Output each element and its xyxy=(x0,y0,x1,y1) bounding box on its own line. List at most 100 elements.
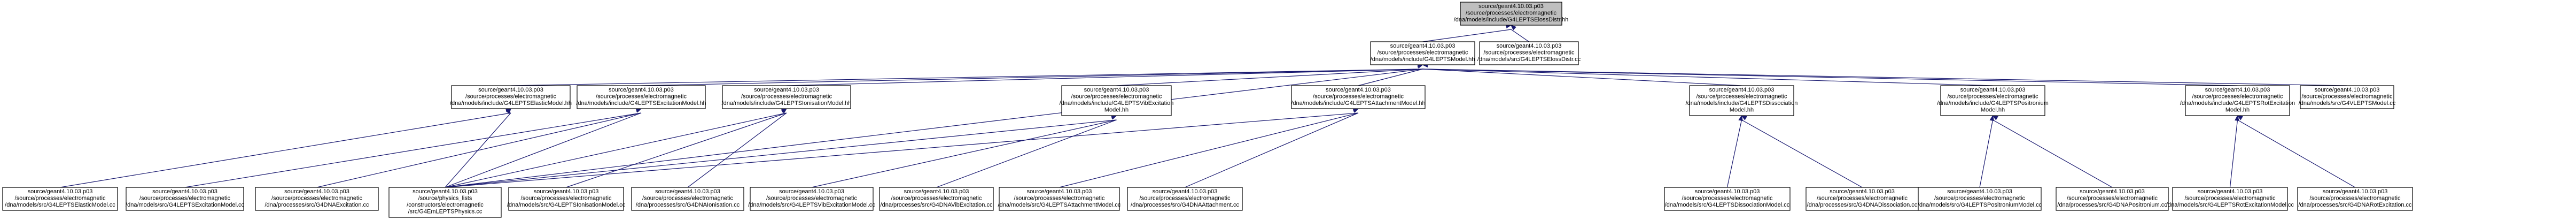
edge-n1-to-n10 xyxy=(1422,69,2238,86)
file-node-g4leptsrotexcitationmodel-cc[interactable]: source/geant4.10.03.p03/source/processes… xyxy=(2166,187,2294,211)
node-box xyxy=(2172,187,2288,211)
file-node-g4dnaionisation-cc[interactable]: source/geant4.10.03.p03/source/processes… xyxy=(631,187,744,211)
edge-n7-to-n20 xyxy=(1059,112,1359,188)
arrowhead-n3-to-n15 xyxy=(505,108,511,115)
node-label-line: /dna/processes/src/G4DNAAttachment.cc xyxy=(1131,202,1239,208)
file-node-g4leptsvibexcitationmodel-hh[interactable]: source/geant4.10.03.p03/source/processes… xyxy=(1060,85,1174,116)
node-label-line: /dna/models/src/G4LEPTSPositroniumModel.… xyxy=(1918,202,2042,208)
file-node-g4leptselasticmodel-cc[interactable]: source/geant4.10.03.p03/source/processes… xyxy=(2,187,118,211)
node-label-line: /dna/processes/src/G4DNAPositronium.cc xyxy=(2057,202,2167,208)
node-box xyxy=(2185,85,2290,116)
file-node-g4leptsexcitationmodel-cc[interactable]: source/geant4.10.03.p03/source/processes… xyxy=(126,187,244,211)
node-label-line: source/geant4.10.03.p03 xyxy=(1709,87,1775,93)
file-node-g4leptspositroniummodel-hh[interactable]: source/geant4.10.03.p03/source/processes… xyxy=(1937,85,2049,116)
node-label-line: /source/processes/electromagnetic xyxy=(2310,195,2401,202)
edge-n4-to-n15 xyxy=(445,112,642,188)
node-label-line: source/geant4.10.03.p03 xyxy=(1084,87,1149,93)
edge-n0-to-n2 xyxy=(1511,29,1529,42)
node-label-line: source/geant4.10.03.p03 xyxy=(1390,43,1456,49)
node-label-line: /source/processes/electromagnetic xyxy=(642,195,733,202)
edge-n1-to-n3 xyxy=(510,69,1423,86)
node-label-line: /dna/processes/src/G4DNADissociation.cc xyxy=(1807,202,1918,208)
edge-n6-to-n18 xyxy=(811,119,1117,188)
file-node-g4leptsrotexcitationmodel-hh[interactable]: source/geant4.10.03.p03/source/processes… xyxy=(2180,85,2295,116)
edge-n8-to-n23 xyxy=(1741,119,1863,188)
node-box xyxy=(1370,41,1475,65)
edge-n6-to-n15 xyxy=(445,119,1117,188)
file-node-g4emleptsphysics-cc[interactable]: source/geant4.10.03.p03/source/physics_l… xyxy=(388,187,502,218)
node-label-line: /dna/models/include/G4LEPTSModel.hh xyxy=(1371,56,1475,63)
node-label-line: /source/processes/electromagnetic xyxy=(1313,94,1404,100)
file-node-g4leptsexcitationmodel-hh[interactable]: source/geant4.10.03.p03/source/processes… xyxy=(576,85,706,109)
file-node-g4leptselossdistr-hh: source/geant4.10.03.p03/source/processes… xyxy=(1454,2,1569,26)
node-label-line: /source/processes/electromagnetic xyxy=(2192,94,2283,100)
edge-n4-to-n14 xyxy=(316,112,642,188)
node-label-line: /source/processes/electromagnetic xyxy=(1817,195,1908,202)
edge-n3-to-n12 xyxy=(60,112,511,188)
node-label-line: /constructors/electromagnetic xyxy=(407,202,484,208)
node-box xyxy=(1127,187,1243,211)
node-label-line: source/geant4.10.03.p03 xyxy=(655,188,720,195)
node-label-line: source/geant4.10.03.p03 xyxy=(284,188,349,195)
node-box xyxy=(1664,187,1791,211)
node-label-line: source/geant4.10.03.p03 xyxy=(28,188,93,195)
node-label-line: /source/processes/electromagnetic xyxy=(521,195,612,202)
node-label-line: source/geant4.10.03.p03 xyxy=(534,188,599,195)
node-label-line: /source/processes/electromagnetic xyxy=(1014,195,1105,202)
node-label-line: /source/processes/electromagnetic xyxy=(1682,195,1773,202)
file-node-g4leptsattachmentmodel-hh[interactable]: source/geant4.10.03.p03/source/processes… xyxy=(1291,85,1426,109)
file-node-g4leptsdissociationmodel-cc[interactable]: source/geant4.10.03.p03/source/processes… xyxy=(1664,187,1791,211)
file-node-g4leptsdissociationmodel-hh[interactable]: source/geant4.10.03.p03/source/processes… xyxy=(1686,85,1798,116)
node-box xyxy=(2,187,118,211)
node-box xyxy=(451,85,571,109)
node-label-line: /dna/models/src/G4LEPTSElasticModel.cc xyxy=(5,202,115,208)
node-label-line: /source/processes/electromagnetic xyxy=(1378,50,1468,56)
node-label-line: source/geant4.10.03.p03 xyxy=(2205,87,2270,93)
node-label-line: /source/processes/electromagnetic xyxy=(741,94,832,100)
file-node-g4dnadissociation-cc[interactable]: source/geant4.10.03.p03/source/processes… xyxy=(1805,187,1919,211)
file-node-g4dnaexcitation-cc[interactable]: source/geant4.10.03.p03/source/processes… xyxy=(255,187,379,211)
node-label-line: source/geant4.10.03.p03 xyxy=(2315,87,2380,93)
edge-n1-to-n7 xyxy=(1358,69,1423,86)
node-label-line: /dna/models/src/G4LEPTSRotExcitationMode… xyxy=(2166,202,2294,208)
file-node-g4dnaattachment-cc[interactable]: source/geant4.10.03.p03/source/processes… xyxy=(1127,187,1243,211)
node-label-line: /source/processes/electromagnetic xyxy=(1934,195,2025,202)
node-label-line: /dna/models/include/G4LEPTSElossDistr.hh xyxy=(1454,17,1569,23)
file-node-g4leptselossdistr-cc[interactable]: source/geant4.10.03.p03/source/processes… xyxy=(1477,41,1581,65)
node-box xyxy=(508,187,624,211)
graph-nodes: source/geant4.10.03.p03/source/processes… xyxy=(2,2,2413,218)
file-node-g4dnapositronium-cc[interactable]: source/geant4.10.03.p03/source/processes… xyxy=(2056,187,2169,211)
node-label-line: source/geant4.10.03.p03 xyxy=(1497,43,1562,49)
file-node-g4vleptsmodel-cc[interactable]: source/geant4.10.03.p03/source/processes… xyxy=(2299,85,2396,109)
node-box xyxy=(1805,187,1919,211)
file-node-g4leptsionisationmodel-hh[interactable]: source/geant4.10.03.p03/source/processes… xyxy=(722,85,852,109)
node-label-line: /dna/models/src/G4LEPTSDissociationModel… xyxy=(1665,202,1790,208)
node-label-line: source/geant4.10.03.p03 xyxy=(1695,188,1760,195)
node-label-line: Model.hh xyxy=(1104,107,1129,113)
edge-n5-to-n16 xyxy=(566,112,787,188)
edge-n9-to-n24 xyxy=(1979,119,1994,188)
node-label-line: /dna/models/include/G4LEPTSPositronium xyxy=(1937,100,2049,107)
file-node-g4leptsionisationmodel-cc[interactable]: source/geant4.10.03.p03/source/processes… xyxy=(507,187,626,211)
file-node-g4leptsvibexcitationmodel-cc[interactable]: source/geant4.10.03.p03/source/processes… xyxy=(748,187,875,211)
file-node-g4leptselasticmodel-hh[interactable]: source/geant4.10.03.p03/source/processes… xyxy=(450,85,572,109)
node-box xyxy=(126,187,244,211)
file-node-g4leptsmodel-hh[interactable]: source/geant4.10.03.p03/source/processes… xyxy=(1370,41,1475,65)
file-node-g4dnavibexcitation-cc[interactable]: source/geant4.10.03.p03/source/processes… xyxy=(879,187,994,211)
arrowhead-n9-to-n25 xyxy=(1992,115,1998,120)
node-label-line: /source/processes/electromagnetic xyxy=(2185,195,2276,202)
node-label-line: /source/physics_lists xyxy=(418,195,472,202)
file-node-g4leptsattachmentmodel-cc[interactable]: source/geant4.10.03.p03/source/processes… xyxy=(998,187,1121,211)
node-label-line: Model.hh xyxy=(1730,107,1754,113)
file-node-g4leptspositroniummodel-cc[interactable]: source/geant4.10.03.p03/source/processes… xyxy=(1918,187,2042,211)
file-node-g4dnarotexcitation-cc[interactable]: source/geant4.10.03.p03/source/processes… xyxy=(2297,187,2413,211)
edge-n10-to-n27 xyxy=(2237,119,2355,188)
node-box xyxy=(1460,2,1562,26)
node-box xyxy=(1689,85,1794,116)
node-box xyxy=(388,187,502,218)
node-label-line: /dna/models/include/G4LEPTSExcitationMod… xyxy=(576,100,706,107)
node-label-line: Model.hh xyxy=(2225,107,2250,113)
node-label-line: /dna/models/include/G4LEPTSIonisationMod… xyxy=(722,100,852,107)
